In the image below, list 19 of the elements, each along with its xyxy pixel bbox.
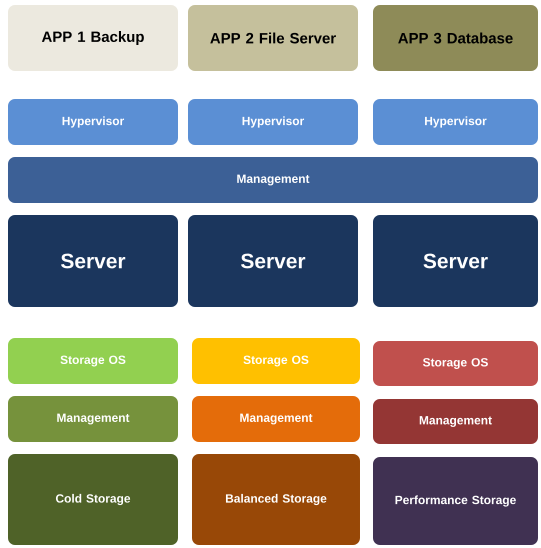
app-box: APP 3 Database [373,5,538,71]
storage-box: Cold Storage [8,454,178,545]
storage-os-box: Storage OS [8,338,178,384]
management-box: Management [192,396,360,442]
storage-os-box: Storage OS [373,341,538,386]
server-box: Server [8,215,178,307]
app-box: APP 1 Backup [8,5,178,71]
management-box: Management [373,399,538,444]
app-box: APP 2 File Server [188,5,358,71]
storage-box: Balanced Storage [192,454,360,545]
storage-os-box: Storage OS [192,338,360,384]
server-box: Server [373,215,538,307]
hypervisor-box: Hypervisor [373,99,538,145]
hypervisor-box: Hypervisor [8,99,178,145]
management-bar: Management [8,157,538,203]
management-box: Management [8,396,178,442]
storage-box: Performance Storage [373,457,538,545]
hypervisor-box: Hypervisor [188,99,358,145]
server-box: Server [188,215,358,307]
